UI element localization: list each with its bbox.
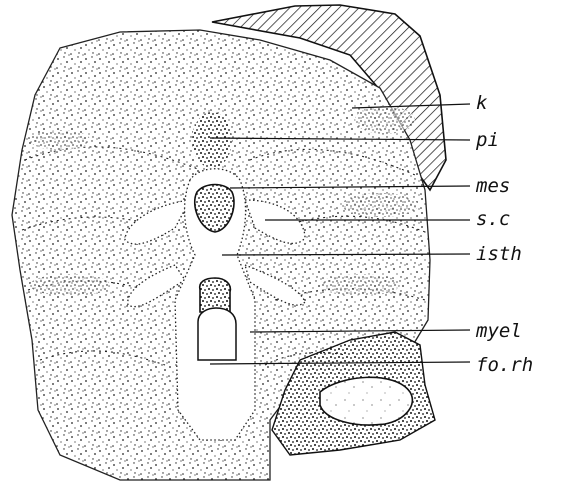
myelencephalon-cavity xyxy=(200,278,231,312)
label-isth: isth xyxy=(476,245,522,264)
label-myel: myel xyxy=(476,322,522,341)
label-forh: fo.rh xyxy=(476,356,533,375)
lower-right-inner xyxy=(320,377,412,425)
pineal-region xyxy=(192,112,232,168)
label-pi: pi xyxy=(476,131,499,150)
label-sc: s.c xyxy=(476,210,510,229)
label-k: k xyxy=(476,94,487,113)
rhomboid-fossa xyxy=(198,308,236,360)
label-mes: mes xyxy=(476,177,510,196)
